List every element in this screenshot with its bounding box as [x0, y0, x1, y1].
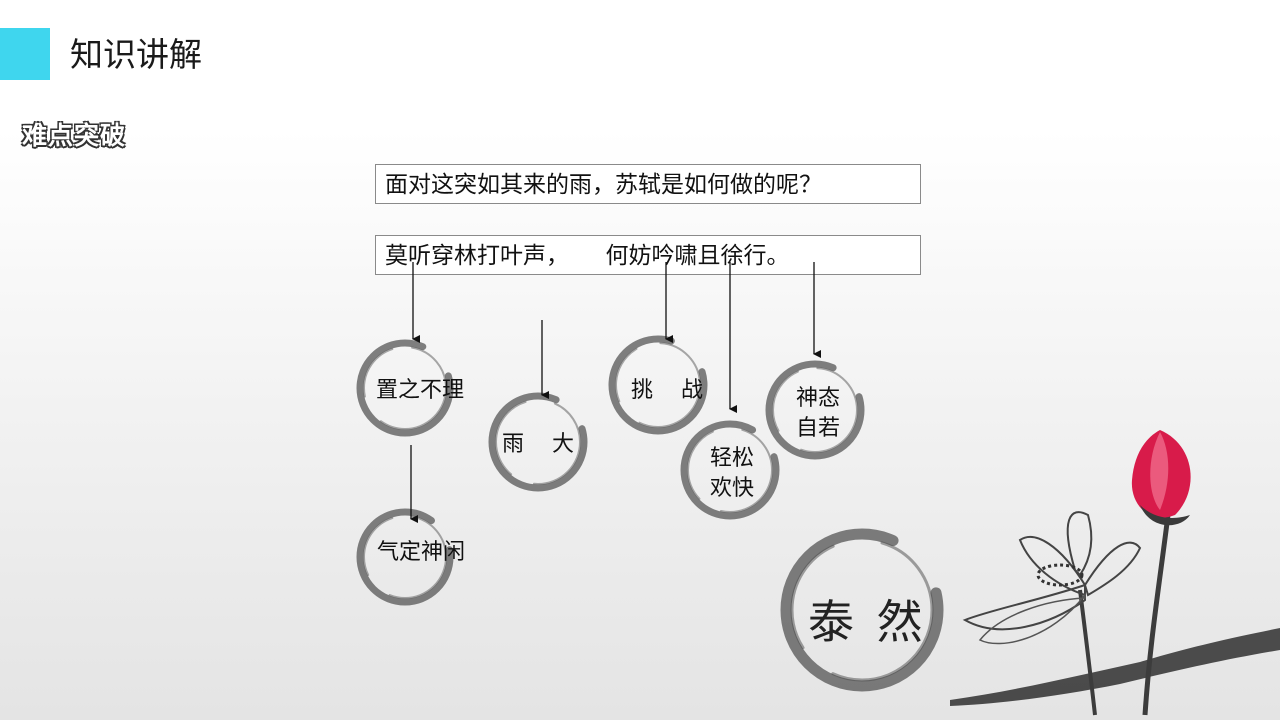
lotus-decoration: [950, 430, 1280, 716]
node-qingsong-line1: 轻松: [709, 446, 754, 471]
ink-circle-zhizhibuli: [356, 339, 454, 437]
conclusion-tairan: 泰 然: [808, 595, 927, 649]
lotus-leaf-4: [1066, 511, 1093, 577]
node-shentai-line1: 神态: [795, 386, 840, 411]
ink-circle-yuda: [488, 392, 588, 492]
node-qingsong-line2: 欢快: [709, 476, 754, 501]
lotus-leaf-2: [1018, 536, 1086, 597]
poem-line-box: 莫听穿林打叶声， 何妨吟啸且徐行。: [375, 235, 921, 275]
lotus-leaf-3: [1083, 541, 1142, 597]
ink-circle-tiaozhan: [608, 335, 708, 435]
ink-circle-shentai: [765, 360, 865, 460]
lotus-stem: [1142, 514, 1171, 716]
question-box: 面对这突如其来的雨，苏轼是如何做的呢？: [375, 164, 921, 204]
lotus-center: [1036, 563, 1084, 587]
lotus-bud-highlight: [1150, 432, 1169, 510]
node-tiaozhan: 挑 战: [631, 378, 703, 403]
node-zhizhibuli: 置之不理: [375, 378, 464, 403]
ink-circle-qidingshenxian: [356, 508, 454, 606]
ink-circle-qingsong: [680, 420, 780, 520]
ink-circle-tairan: [780, 528, 944, 692]
node-shentai-line2: 自若: [795, 416, 840, 441]
node-yuda: 雨 大: [502, 432, 574, 457]
lotus-leaf-1: [962, 583, 1086, 631]
node-qidingshenxian: 气定神闲: [376, 540, 465, 565]
section-subtitle: 难点突破: [22, 121, 127, 150]
branch-ink: [950, 628, 1280, 706]
lotus-bud-sepal: [1140, 505, 1190, 526]
page-title: 知识讲解: [70, 35, 202, 74]
title-accent-bar: [0, 28, 50, 80]
flower-stem: [1078, 589, 1097, 716]
lotus-leaf-5: [978, 592, 1086, 645]
